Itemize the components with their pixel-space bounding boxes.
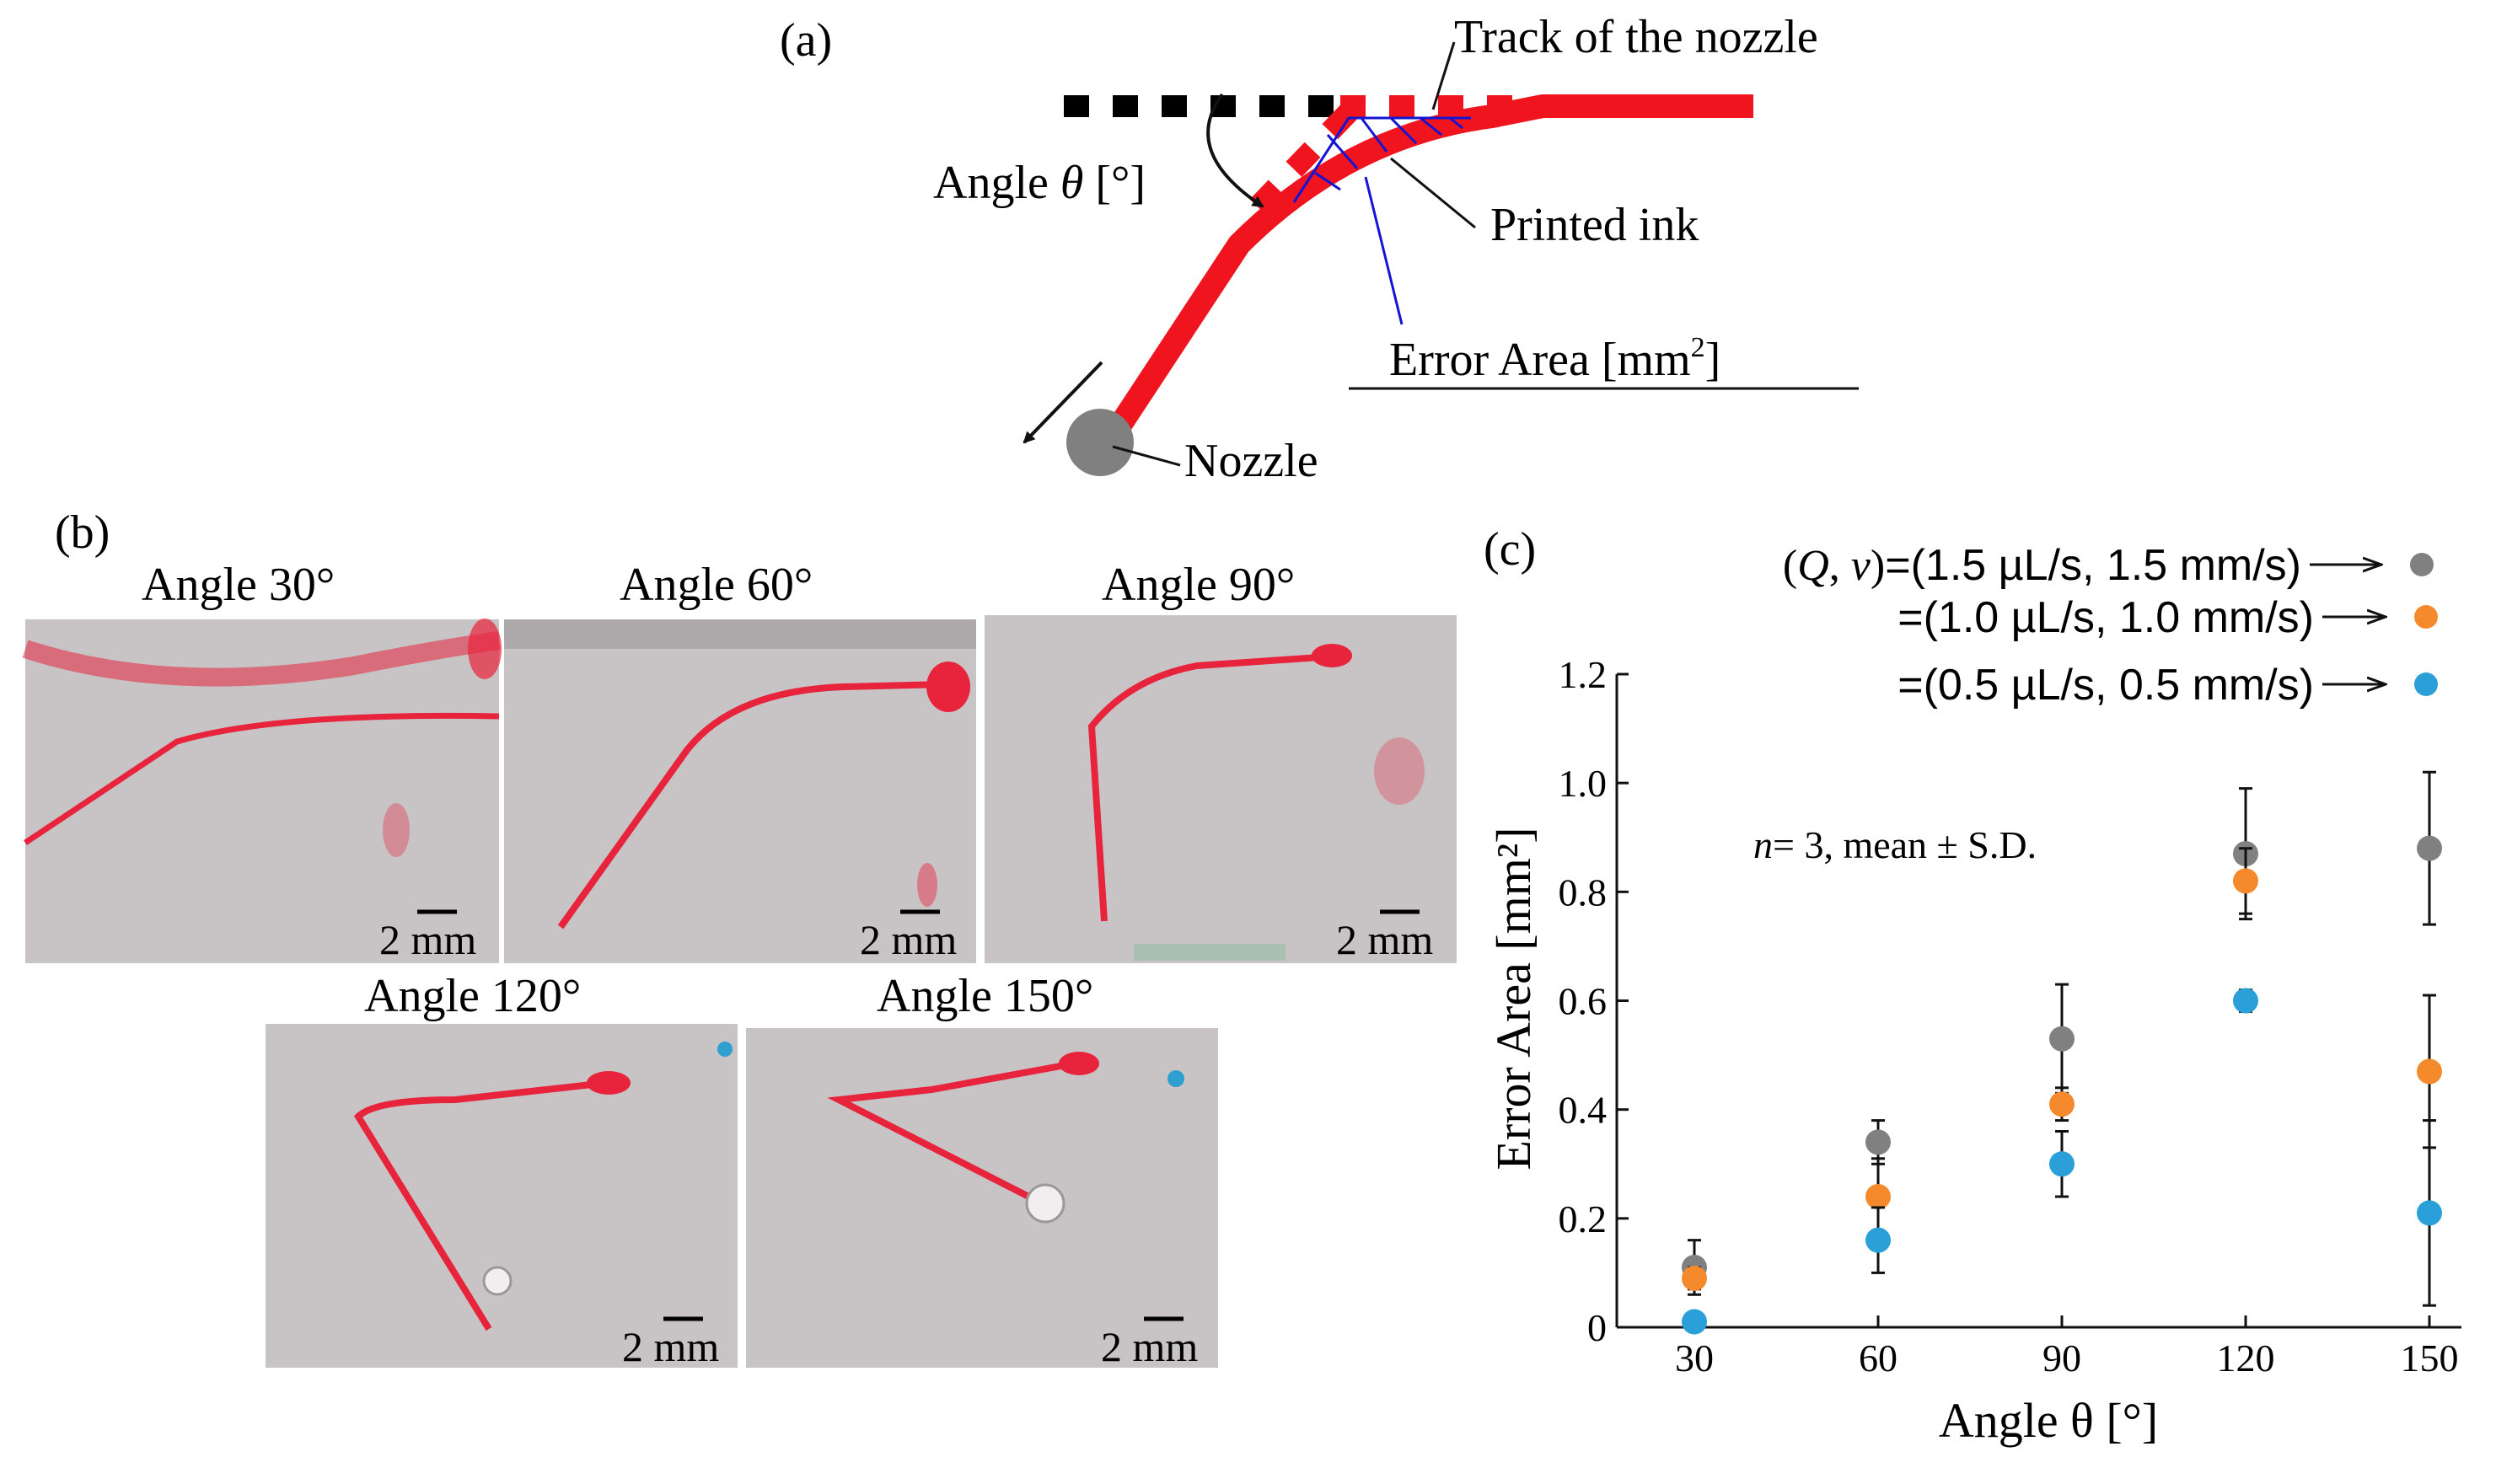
plot-area <box>1682 770 2442 1335</box>
y-ticks: 0 0.2 0.4 0.6 0.8 1.0 1.2 <box>1559 653 1629 1349</box>
x-tick-label: 30 <box>1675 1337 1714 1380</box>
y-tick-label: 0.6 <box>1559 980 1608 1023</box>
photo-angle-150: Angle 150° 2 mm <box>746 970 1218 1370</box>
nozzle-leader-line <box>1112 445 1181 467</box>
data-point <box>2233 988 2258 1014</box>
legend-entry-3: =(0.5 µL/s, 0.5 mm/s) <box>1897 661 2438 710</box>
panel-c-label: (c) <box>1484 523 1536 576</box>
error-area-label: Error Area [mm2] <box>1389 332 1720 386</box>
printed-ink-path <box>1096 94 1753 453</box>
photo-title: Angle 120° <box>364 970 581 1022</box>
panel-b-label: (b) <box>55 506 110 559</box>
photo-angle-30: Angle 30° 2 mm <box>22 559 502 963</box>
photo-title: Angle 90° <box>1102 559 1295 611</box>
legend-marker-blue <box>2414 672 2438 696</box>
x-tick-label: 120 <box>2217 1337 2275 1380</box>
data-point <box>1682 1309 1707 1335</box>
data-point <box>1865 1184 1891 1209</box>
x-ticks: 30 60 90 120 150 <box>1675 1315 2459 1380</box>
panel-b: (b) Angle 30° 2 mm Angle 60° 2 mm <box>22 506 1457 1370</box>
track-leader-line <box>1431 41 1456 110</box>
scale-bar: 2 mm <box>860 909 957 963</box>
svg-text:2 mm: 2 mm <box>1336 916 1433 963</box>
angle-arc <box>1206 93 1264 208</box>
svg-text:2 mm: 2 mm <box>860 916 957 963</box>
data-point <box>2417 835 2442 861</box>
x-tick-label: 60 <box>1859 1337 1897 1380</box>
legend-marker-orange <box>2414 605 2438 629</box>
data-point <box>1682 1265 1707 1291</box>
nozzle-track-red-diagonal <box>1239 104 1357 226</box>
scale-bar: 2 mm <box>379 909 476 963</box>
nozzle-icon <box>1066 409 1134 476</box>
printed-ink-label: Printed ink <box>1490 199 1699 251</box>
svg-text:2 mm: 2 mm <box>379 916 476 963</box>
svg-text:(Q, v)=(1.5 µL/s, 1.5 mm/s): (Q, v)=(1.5 µL/s, 1.5 mm/s) <box>1783 541 2301 590</box>
y-tick-label: 0.4 <box>1559 1089 1608 1132</box>
data-point <box>2049 1091 2075 1117</box>
photo-title: Angle 150° <box>877 970 1093 1022</box>
y-tick-label: 0 <box>1587 1306 1607 1349</box>
y-tick-label: 1.0 <box>1559 762 1608 805</box>
svg-text:2 mm: 2 mm <box>622 1323 719 1370</box>
series-2 <box>1682 847 2442 1291</box>
photo-angle-90: Angle 90° 2 mm <box>985 559 1457 963</box>
data-point <box>2417 1058 2442 1085</box>
scale-bar: 2 mm <box>1101 1316 1198 1370</box>
svg-text:2 mm: 2 mm <box>1101 1323 1198 1370</box>
x-tick-label: 150 <box>2401 1337 2459 1380</box>
annotation-n-mean-sd: n= 3, mean ± S.D. <box>1753 823 2037 866</box>
scale-bar: 2 mm <box>1336 909 1433 963</box>
legend-entry-2: =(1.0 µL/s, 1.0 mm/s) <box>1897 593 2438 642</box>
svg-text:=(0.5 µL/s, 0.5 mm/s): =(0.5 µL/s, 0.5 mm/s) <box>1897 661 2314 710</box>
angle-theta-label: Angle θ [°] <box>933 157 1146 209</box>
direction-arrow <box>1023 361 1103 444</box>
y-tick-label: 0.8 <box>1559 871 1608 913</box>
data-point <box>1865 1227 1891 1253</box>
scale-bar: 2 mm <box>622 1316 719 1370</box>
data-point <box>2233 868 2258 894</box>
legend: (Q, v)=(1.5 µL/s, 1.5 mm/s) =(1.0 µL/s, … <box>1783 541 2438 710</box>
svg-text:=(1.0 µL/s, 1.0 mm/s): =(1.0 µL/s, 1.0 mm/s) <box>1897 593 2314 642</box>
x-tick-label: 90 <box>2042 1337 2081 1380</box>
legend-marker-gray <box>2410 553 2434 576</box>
photo-angle-60: Angle 60° 2 mm <box>504 559 976 963</box>
legend-entry-1: (Q, v)=(1.5 µL/s, 1.5 mm/s) <box>1783 541 2434 590</box>
y-tick-label: 0.2 <box>1559 1197 1608 1240</box>
photo-title: Angle 30° <box>142 559 335 611</box>
x-axis-label: Angle θ [°] <box>1939 1393 2158 1448</box>
printed-ink-leader-line <box>1390 157 1476 229</box>
data-point <box>2049 1151 2075 1177</box>
track-of-nozzle-label: Track of the nozzle <box>1454 11 1818 63</box>
series-3 <box>1682 988 2442 1335</box>
panel-a-label: (a) <box>780 14 832 67</box>
y-axis-label: Error Area [mm²] <box>1486 827 1541 1170</box>
y-tick-label: 1.2 <box>1559 653 1608 696</box>
nozzle-label: Nozzle <box>1184 435 1318 487</box>
data-point <box>2417 1200 2442 1226</box>
photo-title: Angle 60° <box>620 559 813 611</box>
data-point <box>2049 1026 2075 1052</box>
photo-angle-120: Angle 120° 2 mm <box>266 970 738 1370</box>
chart-axes: 0 0.2 0.4 0.6 0.8 1.0 1.2 30 60 90 120 150 <box>1559 653 2461 1380</box>
data-point <box>1865 1129 1891 1155</box>
panel-c: (c) (Q, v)=(1.5 µL/s, 1.5 mm/s) =(1.0 µL… <box>1484 523 2461 1448</box>
panel-a: (a) Track of the <box>780 11 1859 487</box>
error-area-lines <box>1292 116 1471 325</box>
